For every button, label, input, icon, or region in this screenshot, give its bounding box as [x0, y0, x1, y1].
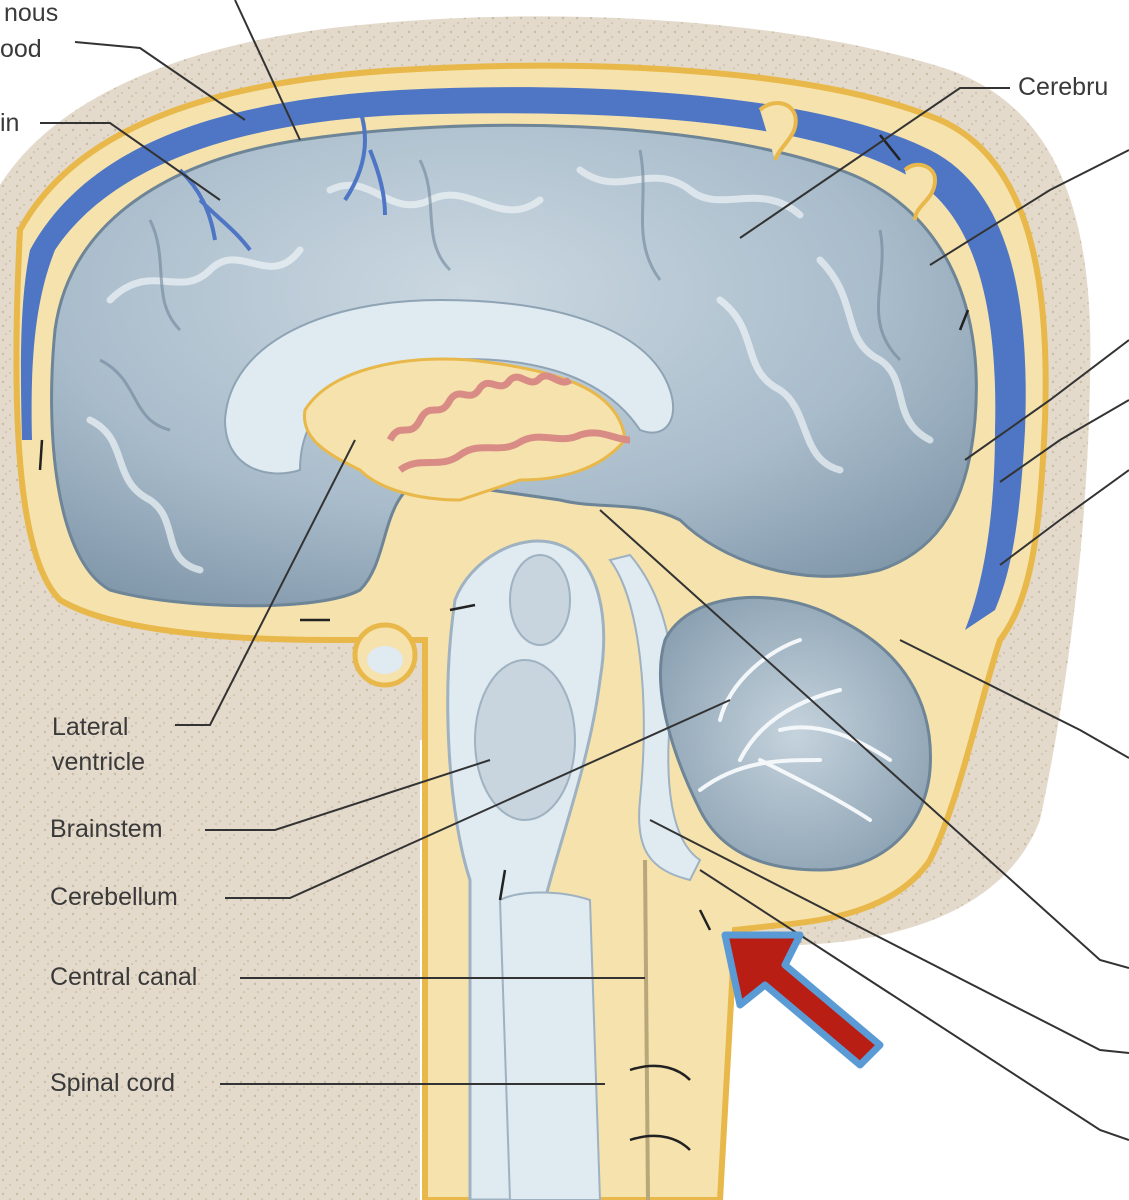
label-vein: in [0, 109, 20, 137]
arachnoid-granulation-1 [758, 101, 798, 161]
third-ventricle [303, 357, 627, 502]
label-lateral-ventricle-2: ventricle [52, 748, 146, 776]
central-canal [643, 859, 650, 1200]
label-venous-blood-1: nous [4, 0, 59, 27]
pons [474, 659, 576, 821]
midbrain [509, 554, 571, 646]
label-lateral-ventricle-1: Lateral [52, 713, 129, 741]
gyri [86, 166, 934, 574]
red-arrow-icon [721, 931, 884, 1069]
label-venous-blood-2: ood [0, 35, 42, 63]
label-brainstem: Brainstem [50, 815, 163, 843]
label-cerebrum: Cerebru [1018, 73, 1109, 101]
lateral-ventricle [223, 298, 675, 475]
choroid-plexus [386, 372, 631, 473]
label-cerebellum: Cerebellum [50, 883, 178, 911]
spinal-cord [498, 891, 602, 1200]
cerebral-vein-2 [343, 109, 387, 216]
arachnoid-granulation-2 [903, 162, 938, 221]
arbor-vitae [698, 638, 892, 822]
sulci [99, 149, 902, 432]
label-central-canal: Central canal [50, 963, 198, 991]
leader-lines [40, 0, 1129, 1141]
cerebellum [658, 596, 932, 872]
label-spinal-cord: Spinal cord [50, 1069, 176, 1097]
